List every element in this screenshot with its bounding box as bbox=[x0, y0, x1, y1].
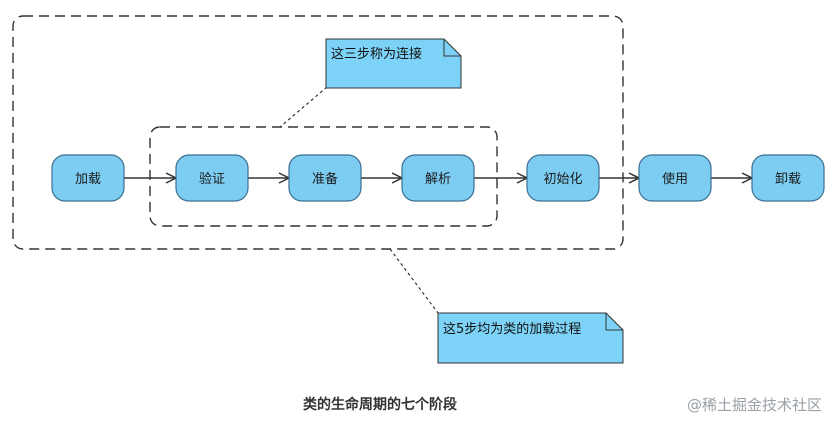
stage-node-s5: 初始化 bbox=[526, 154, 600, 202]
stage-label: 使用 bbox=[662, 171, 688, 187]
stage-node-s1: 加载 bbox=[51, 154, 125, 202]
loading-note-text: 这5步均为类的加载过程 bbox=[443, 321, 581, 337]
stage-node-s7: 卸载 bbox=[751, 154, 825, 202]
loading-note-box bbox=[437, 312, 624, 364]
stage-node-s6: 使用 bbox=[638, 154, 712, 202]
stage-label: 卸载 bbox=[775, 171, 801, 187]
stage-box bbox=[526, 154, 600, 202]
linking-note-connector bbox=[279, 86, 328, 128]
stage-box bbox=[175, 154, 249, 202]
stage-label: 初始化 bbox=[543, 172, 582, 187]
stage-box bbox=[638, 154, 712, 202]
stage-box bbox=[288, 154, 362, 202]
stage-box bbox=[51, 154, 125, 202]
loading-process-group bbox=[12, 15, 624, 250]
linking-group bbox=[149, 126, 498, 227]
stages-layer: 加载 验证 准备 解析 初始化 使用 卸载 bbox=[51, 154, 825, 202]
linking-note: 这三步称为连接 bbox=[325, 38, 462, 89]
stage-box bbox=[751, 154, 825, 202]
stage-node-s4: 解析 bbox=[401, 154, 475, 202]
stage-label: 准备 bbox=[312, 171, 338, 187]
stage-node-s3: 准备 bbox=[288, 154, 362, 202]
loading-note: 这5步均为类的加载过程 bbox=[437, 312, 624, 364]
watermark: @稀土掘金技术社区 bbox=[686, 396, 822, 414]
figure-caption: 类的生命周期的七个阶段 bbox=[303, 397, 457, 413]
linking-note-fold bbox=[443, 39, 461, 57]
loading-note-fold bbox=[605, 313, 623, 331]
loading-note-connector bbox=[389, 248, 439, 314]
linking-note-box bbox=[325, 38, 462, 89]
stage-node-s2: 验证 bbox=[175, 154, 249, 202]
linking-note-text: 这三步称为连接 bbox=[331, 46, 422, 62]
stage-label: 解析 bbox=[425, 172, 451, 187]
stage-label: 验证 bbox=[199, 171, 225, 187]
stage-label: 加载 bbox=[75, 172, 101, 187]
stage-box bbox=[401, 154, 475, 202]
